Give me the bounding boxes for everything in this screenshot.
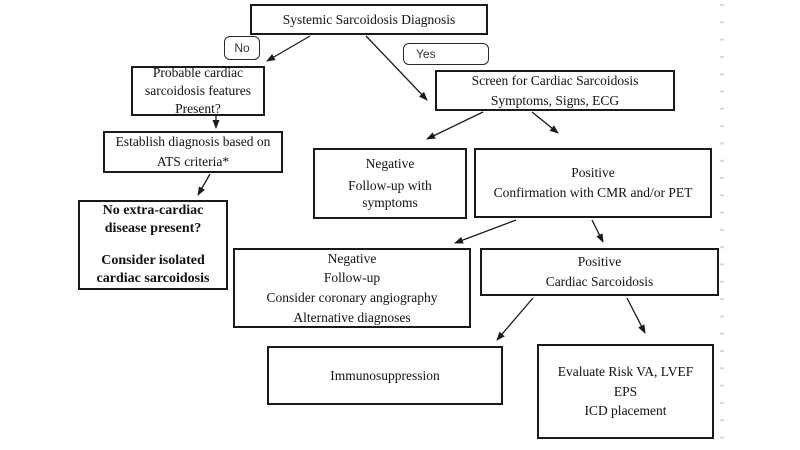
node-text-line: sarcoidosis features <box>144 83 252 99</box>
arrow-cs-to-immunosuppression <box>496 297 534 341</box>
node-negative-followup-symptoms: Negative Follow-up with symptoms <box>313 148 467 219</box>
branch-label-yes: Yes <box>403 43 489 65</box>
node-text-line: Immunosuppression <box>330 367 440 383</box>
node-text-line: Present? <box>175 100 221 116</box>
node-immunosuppression: Immunosuppression <box>267 346 503 405</box>
arrow-establish-to-isolated <box>197 173 211 196</box>
node-text-line: cardiac sarcoidosis <box>96 270 210 286</box>
node-text-line: ATS criteria* <box>156 154 230 169</box>
node-text-line: Negative <box>327 250 377 266</box>
node-text-line: Follow-up with <box>348 177 432 193</box>
node-positive-cardiac-sarcoidosis: Positive Cardiac Sarcoidosis <box>480 248 719 296</box>
node-text-line: Consider coronary angiography <box>266 290 438 305</box>
arrow-screen-to-positive <box>531 111 559 134</box>
node-text-line: Screen for Cardiac Sarcoidosis <box>471 72 639 88</box>
node-isolated-cardiac-sarcoidosis: No extra-cardiac disease present? Consid… <box>78 200 228 290</box>
branch-label-no: No <box>224 36 260 60</box>
arrow-systemic-to-probable <box>266 35 311 62</box>
node-text-line: Cardiac Sarcoidosis <box>545 274 654 289</box>
node-text-line: Negative <box>365 155 415 171</box>
node-positive-confirmation-cmr-pet: Positive Confirmation with CMR and/or PE… <box>474 148 712 218</box>
node-text-line: Consider isolated <box>101 253 205 268</box>
branch-label-text: No <box>234 41 250 55</box>
node-text-line: EPS <box>613 383 638 399</box>
node-systemic-sarcoidosis-diagnosis: Systemic Sarcoidosis Diagnosis <box>250 4 488 35</box>
node-text-line: Symptoms, Signs, ECG <box>490 92 620 108</box>
arrow-screen-to-negative <box>426 111 484 140</box>
node-text-line: Positive <box>577 254 622 270</box>
node-negative-coronary-angiography: Negative Follow-up Consider coronary ang… <box>233 248 471 328</box>
node-text-line: Follow-up <box>323 270 381 286</box>
node-text-line: Evaluate Risk VA, LVEF <box>557 364 694 380</box>
node-text-line: Systemic Sarcoidosis Diagnosis <box>282 11 456 27</box>
node-text-line: No extra-cardiac <box>102 203 204 219</box>
arrow-positive-to-cardiac-sarcoidosis <box>591 219 604 243</box>
node-probable-cardiac-features: Probable cardiac sarcoidosis features Pr… <box>131 65 265 116</box>
node-text-line: disease present? <box>104 221 202 237</box>
node-text-line: Probable cardiac <box>152 65 244 81</box>
node-text-line: Alternative diagnoses <box>293 309 411 325</box>
node-screen-cardiac-sarcoidosis: Screen for Cardiac Sarcoidosis Symptoms,… <box>435 70 675 111</box>
node-text-line: Confirmation with CMR and/or PET <box>493 185 693 200</box>
node-text-line: symptoms <box>362 195 418 211</box>
node-evaluate-risk-icd: Evaluate Risk VA, LVEF EPS ICD placement <box>537 344 714 439</box>
node-establish-diagnosis-ats: Establish diagnosis based on ATS criteri… <box>103 131 283 173</box>
node-text-line: ICD placement <box>584 403 667 419</box>
arrow-cs-to-evaluate <box>626 297 646 334</box>
branch-label-text: Yes <box>416 47 436 61</box>
arrow-positive-to-negative-angio <box>454 219 517 244</box>
node-text-line: Establish diagnosis based on <box>115 134 271 150</box>
node-text-line: Positive <box>571 165 615 181</box>
